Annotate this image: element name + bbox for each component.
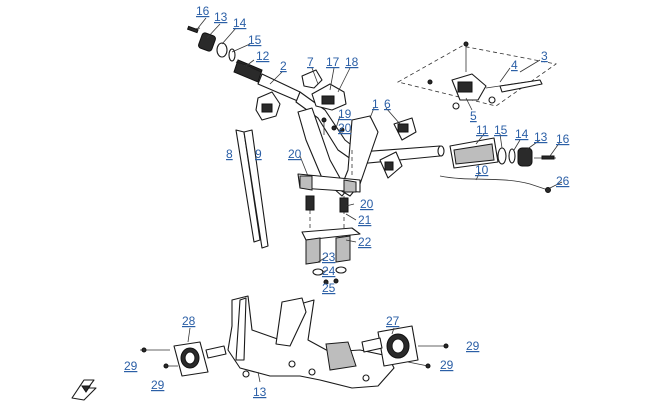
lower-bracket — [301, 195, 361, 285]
steering-stem — [297, 107, 379, 197]
callout-6[interactable]: 6 — [384, 97, 391, 111]
callout-11[interactable]: 11 — [476, 123, 489, 137]
handlebar-clamps — [255, 69, 347, 121]
callout-5[interactable]: 5 — [470, 109, 477, 123]
callout-16-right[interactable]: 16 — [556, 132, 570, 146]
callout-29-right[interactable]: 29 — [466, 339, 480, 353]
callout-16-left[interactable]: 16 — [196, 4, 210, 18]
handlebar — [257, 73, 445, 165]
right-mirror-27 — [361, 325, 449, 369]
callout-13-left[interactable]: 13 — [214, 10, 228, 24]
frame — [227, 295, 395, 389]
callout-15-right[interactable]: 15 — [494, 123, 508, 137]
right-grip — [449, 137, 556, 169]
callout-17[interactable]: 17 — [326, 55, 340, 69]
callout-23[interactable]: 23 — [322, 250, 336, 264]
callout-21[interactable]: 21 — [358, 213, 372, 227]
callout-9[interactable]: 9 — [255, 147, 262, 161]
callout-24[interactable]: 24 — [322, 264, 336, 278]
callouts: 16 13 14 15 12 2 7 17 18 3 4 5 1 6 19 20… — [124, 4, 570, 399]
callout-22[interactable]: 22 — [358, 235, 372, 249]
callout-12[interactable]: 12 — [256, 49, 270, 63]
callout-29-left[interactable]: 29 — [151, 378, 165, 392]
callout-15-left[interactable]: 15 — [248, 33, 262, 47]
steering-axis — [309, 150, 353, 232]
callout-14-left[interactable]: 14 — [233, 16, 247, 30]
callout-7[interactable]: 7 — [307, 55, 314, 69]
callout-2[interactable]: 2 — [280, 59, 287, 73]
callout-leaders — [187, 17, 563, 383]
callout-25[interactable]: 25 — [322, 281, 336, 295]
callout-29-far-left[interactable]: 29 — [124, 359, 138, 373]
callout-27[interactable]: 27 — [386, 314, 400, 328]
left-grip-assembly — [186, 25, 263, 83]
throttle-cable-10 — [439, 175, 551, 193]
callout-20-upper[interactable]: 20 — [338, 121, 352, 135]
callout-29-lower-right[interactable]: 29 — [440, 358, 454, 372]
front-arrow-icon — [71, 379, 97, 401]
callout-4[interactable]: 4 — [511, 58, 518, 72]
callout-14-right[interactable]: 14 — [515, 127, 529, 141]
callout-13-frame[interactable]: 13 — [253, 385, 267, 399]
callout-8[interactable]: 8 — [226, 147, 233, 161]
callout-3[interactable]: 3 — [541, 49, 548, 63]
throttle-assembly — [396, 41, 558, 110]
callout-20-lower[interactable]: 20 — [360, 197, 374, 211]
callout-10[interactable]: 10 — [475, 163, 489, 177]
callout-18[interactable]: 18 — [345, 55, 359, 69]
callout-13-right[interactable]: 13 — [534, 130, 548, 144]
callout-1[interactable]: 1 — [372, 97, 379, 111]
callout-28[interactable]: 28 — [182, 314, 196, 328]
hoses — [235, 129, 269, 249]
callout-26[interactable]: 26 — [556, 174, 570, 188]
callout-19[interactable]: 19 — [338, 107, 352, 121]
left-mirror-28 — [140, 341, 227, 377]
callout-20-left[interactable]: 20 — [288, 147, 302, 161]
